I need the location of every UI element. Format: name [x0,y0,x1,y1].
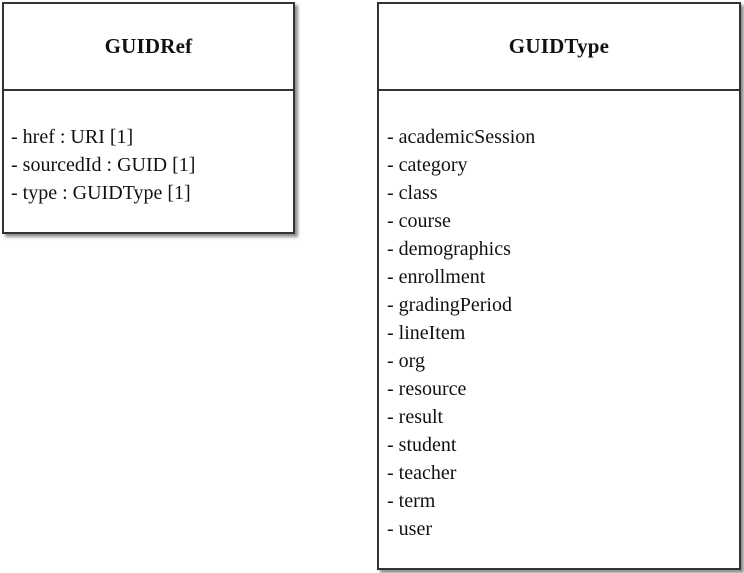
guidtype-literal: - lineItem [387,322,466,344]
guidtype-literal: - academicSession [387,126,536,148]
guidtype-literal: - teacher [387,462,457,484]
guidref-attribute-sourcedid: - sourcedId : GUID [1] [11,154,196,176]
guidtype-literal: - category [387,154,468,176]
guidref-attribute-type: - type : GUIDType [1] [11,182,191,204]
guidtype-literal: - student [387,434,457,456]
guidtype-class-box: GUIDType - academicSession - category - … [377,2,741,570]
guidtype-literal: - term [387,490,436,512]
guidref-attribute-list: - href : URI [1] - sourcedId : GUID [1] … [4,91,293,207]
guidtype-literal: - demographics [387,238,511,260]
guidtype-class-name: GUIDType [379,4,739,91]
guidref-class-name: GUIDRef [4,4,293,91]
guidtype-literal: - class [387,182,438,204]
guidref-attribute-href: - href : URI [1] [11,126,134,148]
guidtype-literal-list: - academicSession - category - class - c… [379,91,739,543]
guidtype-literal: - result [387,406,444,428]
guidtype-literal: - org [387,350,425,372]
guidtype-literal: - resource [387,378,467,400]
guidtype-literal: - enrollment [387,266,486,288]
guidtype-literal: - user [387,518,432,540]
guidtype-literal: - course [387,210,451,232]
guidtype-literal: - gradingPeriod [387,294,512,316]
guidref-class-box: GUIDRef - href : URI [1] - sourcedId : G… [2,2,295,234]
